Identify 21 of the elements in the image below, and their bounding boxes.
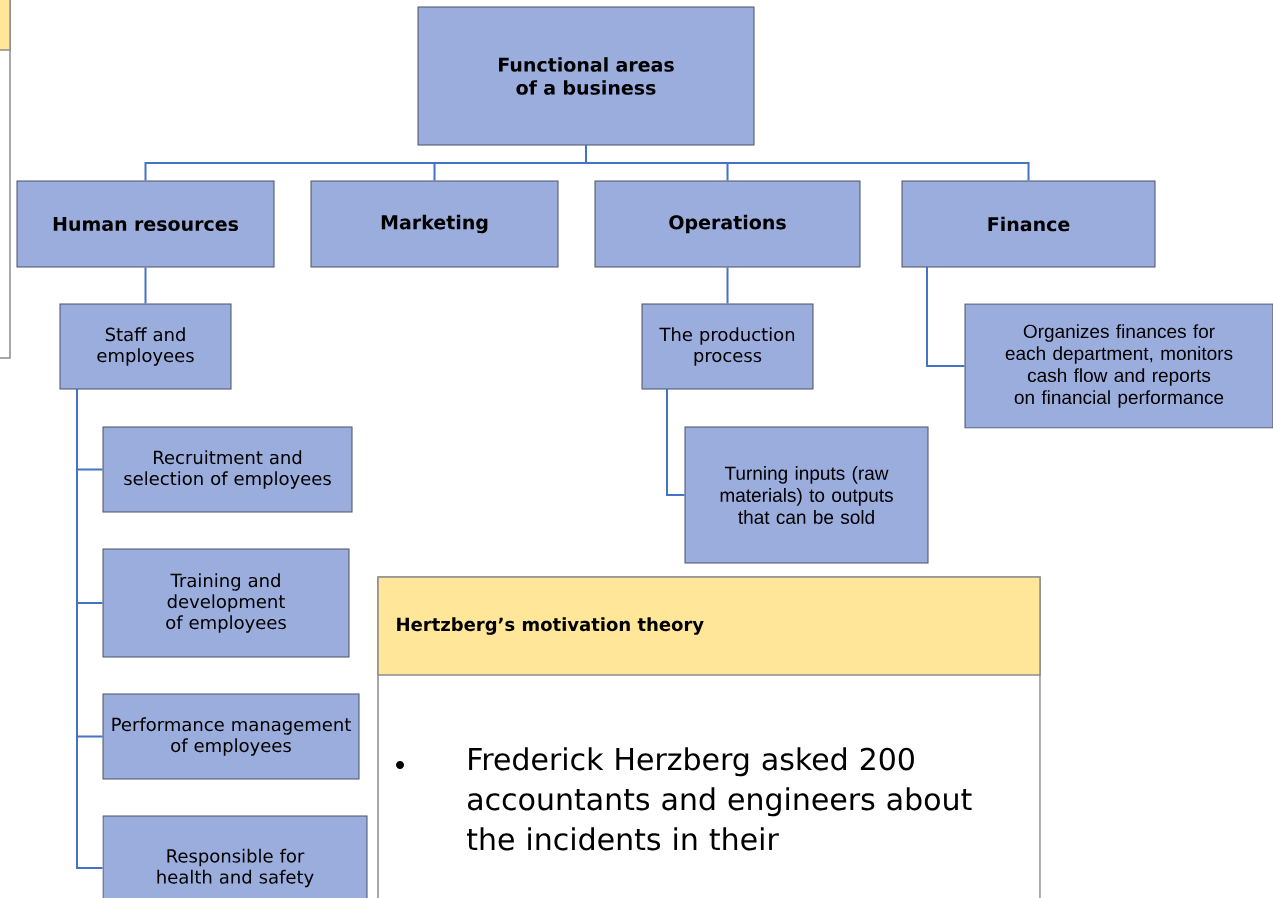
connector-line bbox=[76, 388, 104, 869]
task-box: Training and development of employees bbox=[102, 548, 350, 658]
task-box: Responsible for health and safety bbox=[102, 815, 368, 898]
connector-line bbox=[926, 266, 966, 367]
description-box: Turning inputs (raw materials) to outputs that can be sold bbox=[684, 426, 929, 564]
connector-line bbox=[144, 266, 147, 305]
text-panel: Hertzberg’s motivation theory Frederick Herzberg asked 200 accountants and engineers about the incidents in their bbox=[377, 576, 1041, 898]
area-box: Operations bbox=[594, 180, 861, 268]
area-box: Human resources bbox=[16, 180, 275, 268]
area-box: Finance bbox=[901, 180, 1156, 268]
panel bbox=[0, 0, 11, 359]
task-box: Recruitment and selection of employees bbox=[102, 426, 353, 513]
connector-line bbox=[585, 144, 1030, 182]
connector-line bbox=[666, 388, 686, 496]
task-box: Staff and employees bbox=[59, 303, 232, 390]
connector-line bbox=[726, 266, 729, 305]
description-box: Organizes finances for each department, monitors cash flow and reports on financial performance bbox=[964, 303, 1273, 429]
task-box: The production process bbox=[641, 303, 814, 390]
task-box: Performance management of employees bbox=[102, 693, 360, 780]
title-box: Functional areas of a business bbox=[417, 6, 755, 146]
area-box: Marketing bbox=[310, 180, 559, 268]
